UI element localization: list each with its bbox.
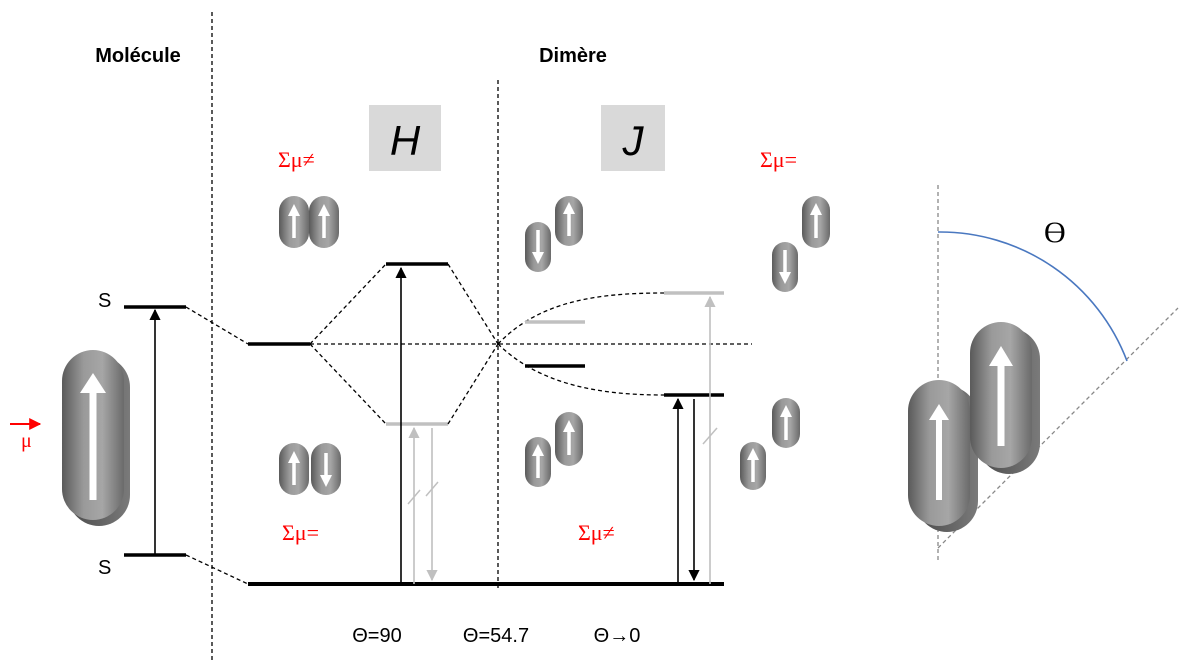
dimer-heading: Dimère <box>539 45 607 67</box>
h-forbidden-slash-1 <box>407 489 421 505</box>
molecule-heading: Molécule <box>95 45 181 67</box>
j-upper-dimer-icon-center <box>525 196 583 272</box>
ground-state-label: S <box>98 557 111 579</box>
j-lower-dimer-icon-right <box>740 398 800 490</box>
j-label-box <box>601 105 665 171</box>
j-split-curve-lower <box>497 343 665 396</box>
h-lower-dimer-icon <box>279 443 341 495</box>
h-split-up-right <box>447 263 499 345</box>
h-forbidden-slash-2 <box>425 481 439 497</box>
j-lower-sum-label: Σμ≠ <box>578 520 615 545</box>
h-split-down-left <box>309 343 387 425</box>
angle-label-j: Θ→0 <box>594 625 641 647</box>
j-aggregate-label: J <box>622 117 645 164</box>
offset-dimer-icon <box>908 322 1040 532</box>
angle-offset-line <box>937 307 1179 549</box>
h-aggregate-label: H <box>390 117 421 164</box>
j-split-curve-upper <box>497 292 665 345</box>
angle-label-h: Θ=90 <box>352 625 401 647</box>
molecule-transition-dipole-icon <box>62 350 130 526</box>
h-upper-sum-label: Σμ≠ <box>278 147 315 172</box>
dipole-symbol: μ <box>21 430 32 452</box>
excited-state-label: S <box>98 290 111 312</box>
h-label-box <box>369 105 441 171</box>
h-upper-dimer-icon <box>279 196 339 248</box>
h-split-up-left <box>309 263 387 345</box>
j-forbidden-slash <box>702 427 718 445</box>
j-upper-sum-label: Σμ= <box>760 147 797 172</box>
h-split-down-right <box>447 343 499 425</box>
j-lower-dimer-icon-center <box>525 412 583 487</box>
j-upper-dimer-icon-right <box>772 196 830 292</box>
angle-label-magic: Θ=54.7 <box>463 625 529 647</box>
angle-arc <box>937 231 1128 362</box>
h-lower-sum-label: Σμ= <box>282 520 319 545</box>
connector-ground <box>185 554 249 585</box>
connector-excited <box>185 306 249 345</box>
angle-theta-symbol: ϴ <box>1044 216 1066 249</box>
